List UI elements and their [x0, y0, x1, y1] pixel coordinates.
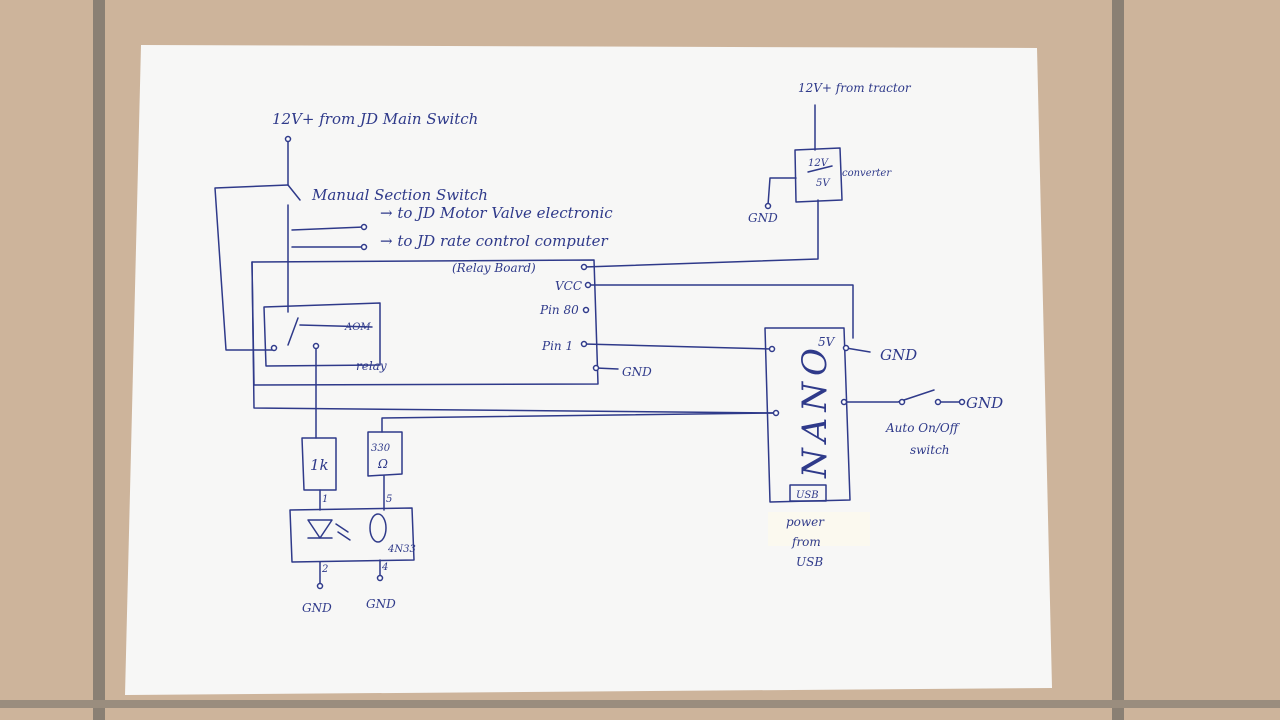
label-power-3: USB [796, 555, 823, 569]
label-converter: converter [842, 168, 892, 179]
label-manual-switch: Manual Section Switch [311, 186, 488, 204]
label-vcc: VCC [555, 279, 582, 293]
label-nano: NANO [795, 342, 835, 479]
circuit-wiring [214, 104, 963, 586]
label-relay-board: (Relay Board) [452, 261, 536, 275]
label-pin-num-1: 1 [322, 494, 328, 505]
label-gnd-nano: GND [880, 346, 917, 364]
label-to-valve: → to JD Motor Valve electronic [380, 204, 613, 222]
label-power-1: power [786, 515, 825, 529]
tile-grout-right [1112, 0, 1124, 720]
tape-patch [768, 512, 870, 546]
label-pin-num-4: 4 [381, 562, 388, 573]
label-converter-out: 5V [816, 178, 831, 189]
label-gnd-opto-left: GND [302, 601, 332, 615]
paper-sheet [125, 45, 1052, 695]
label-optocoupler: 4N33 [387, 544, 416, 555]
connection-dots [270, 135, 966, 590]
label-gnd-opto-right: GND [366, 597, 396, 611]
label-resistor-330: 330 [371, 443, 391, 454]
label-auto-switch-2: switch [910, 443, 950, 457]
tile-grout-bottom [0, 700, 1280, 708]
label-pin-num-2: 2 [321, 564, 328, 575]
label-gnd-switch: GND [966, 394, 1003, 412]
label-relay: relay [356, 359, 387, 373]
label-ohm: Ω [377, 457, 388, 471]
label-pin-1: Pin 1 [541, 339, 573, 353]
label-usb: USB [796, 490, 819, 501]
label-5v: 5V [818, 335, 836, 349]
label-tractor-supply: 12V+ from tractor [798, 81, 912, 95]
label-to-rate: → to JD rate control computer [380, 232, 608, 250]
label-pin-80: Pin 80 [539, 303, 579, 317]
label-top-supply: 12V+ from JD Main Switch [272, 110, 478, 128]
label-gnd-board: GND [622, 365, 652, 379]
label-pin-num-5: 5 [386, 494, 392, 505]
label-gnd-converter: GND [748, 211, 778, 225]
label-auto-switch-1: Auto On/Off [885, 421, 961, 435]
label-relay-contact: AOM [344, 322, 371, 333]
label-resistor-1k: 1k [310, 456, 329, 474]
label-converter-in: 12V [808, 158, 830, 169]
tile-grout-left [93, 0, 105, 720]
label-power-2: from [791, 535, 821, 549]
